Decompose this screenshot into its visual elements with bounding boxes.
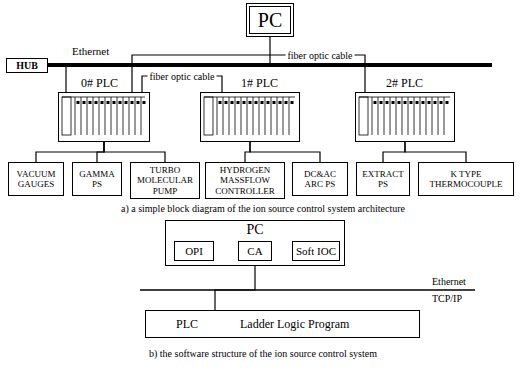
node-text: Ladder Logic Program bbox=[240, 317, 349, 332]
caption: a) a simple block diagram of the ion sou… bbox=[0, 203, 526, 214]
plc-heading: 1# PLC bbox=[241, 77, 278, 90]
node-text: Soft IOC bbox=[296, 245, 336, 257]
node-text: EXTRACT PS bbox=[360, 169, 406, 190]
connector-line bbox=[215, 266, 255, 310]
node-text: CA bbox=[247, 245, 262, 257]
plc-heading: 2# PLC bbox=[386, 77, 423, 90]
connector-line bbox=[245, 142, 250, 162]
node-text: K TYPE THERMOCOUPLE bbox=[422, 169, 510, 190]
node-text: PLC bbox=[176, 317, 198, 332]
plc-heading: 0# PLC bbox=[81, 77, 118, 90]
node-text: GAMMA PS bbox=[76, 169, 118, 190]
connector-line bbox=[48, 65, 66, 92]
node-text: VACUUM GAUGES bbox=[12, 169, 60, 190]
edge-label: fiber optic cable bbox=[286, 50, 355, 61]
software-box: CA bbox=[238, 241, 272, 261]
node-text: PC bbox=[258, 9, 282, 32]
device-box: GAMMA PS bbox=[72, 162, 122, 196]
device-box: VACUUM GAUGES bbox=[8, 162, 64, 196]
fiber-link bbox=[132, 55, 365, 92]
network-label: Ethernet bbox=[432, 276, 466, 287]
software-box: OPI bbox=[174, 241, 214, 261]
connector-line bbox=[48, 37, 270, 65]
connector-line bbox=[97, 142, 104, 162]
device-box: EXTRACT PS bbox=[356, 162, 410, 196]
connector-line bbox=[383, 142, 405, 162]
network-label: Ethernet bbox=[72, 45, 109, 57]
rack-modules bbox=[356, 93, 453, 140]
connector-line bbox=[405, 142, 466, 162]
ethernet-bus bbox=[140, 289, 475, 291]
node-text: OPI bbox=[185, 245, 203, 257]
protocol-label: TCP/IP bbox=[432, 293, 462, 304]
device-box: DC&AC ARC PS bbox=[292, 162, 348, 196]
device-box: K TYPE THERMOCOUPLE bbox=[418, 162, 514, 196]
node-text: PC bbox=[166, 221, 344, 237]
pc-software-box: PC OPI CA Soft IOC bbox=[165, 220, 345, 266]
caption: b) the software structure of the ion sou… bbox=[0, 348, 526, 359]
node-text: TURBO MOLECULAR PUMP bbox=[134, 165, 196, 196]
computer-box: PC bbox=[246, 3, 294, 37]
node-text: DC&AC ARC PS bbox=[296, 169, 344, 190]
connector-line bbox=[36, 142, 104, 162]
hub-box: HUB bbox=[6, 58, 48, 73]
plc-rack: 1# PLC bbox=[200, 92, 300, 142]
edge-label: fiber optic cable bbox=[148, 71, 217, 82]
software-box: Soft IOC bbox=[292, 241, 340, 261]
connector-line bbox=[250, 142, 320, 162]
connector-line bbox=[104, 142, 165, 162]
rack-modules bbox=[201, 93, 298, 140]
device-box: TURBO MOLECULAR PUMP bbox=[130, 162, 200, 199]
plc-program-box: PLC Ladder Logic Program bbox=[145, 310, 420, 338]
device-box: HYDROGEN MASSFLOW CONTROLLER bbox=[205, 162, 285, 199]
plc-rack: 0# PLC bbox=[58, 92, 150, 142]
node-text: HUB bbox=[16, 60, 38, 71]
plc-rack: 2# PLC bbox=[355, 92, 455, 142]
node-text: HYDROGEN MASSFLOW CONTROLLER bbox=[209, 165, 281, 196]
rack-modules bbox=[59, 93, 148, 140]
